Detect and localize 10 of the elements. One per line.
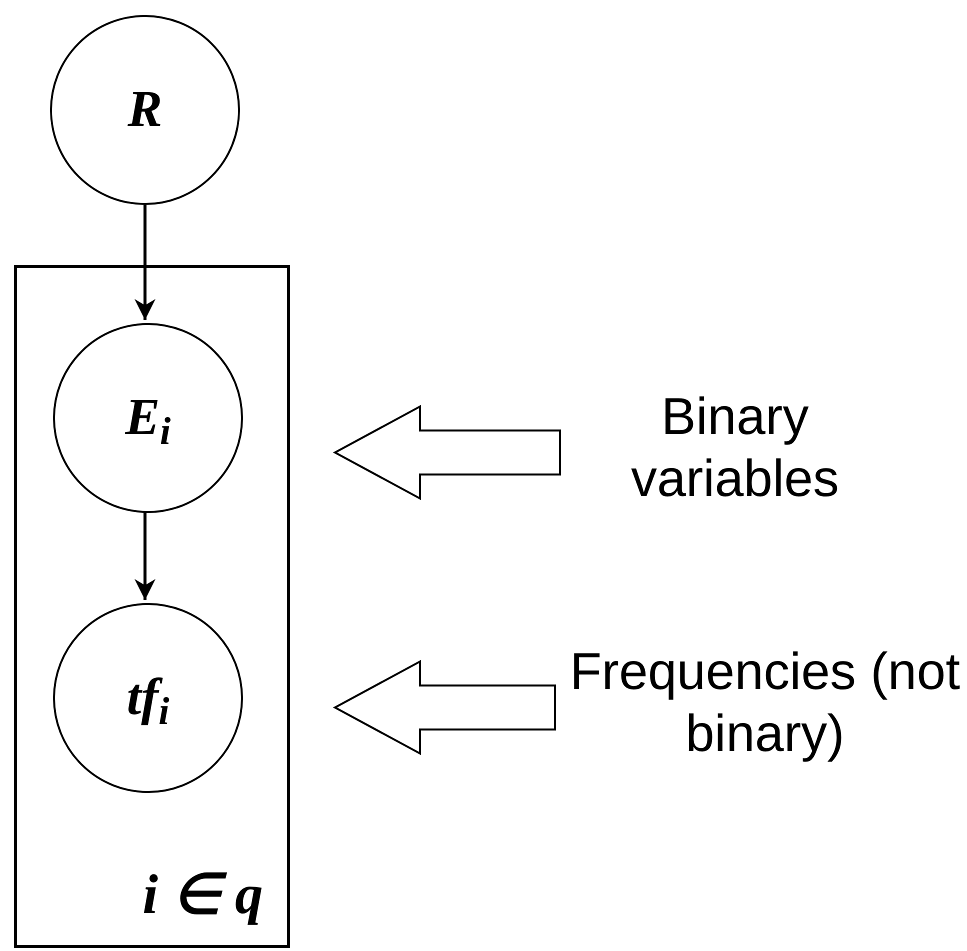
annotation-text: Frequencies (not binary) (568, 642, 962, 764)
plate-index-label: i ∈ q (142, 863, 263, 928)
block-arrow (332, 404, 561, 500)
arrow (134, 205, 156, 320)
plate-box (14, 265, 290, 948)
variable-label: tf$_{i}$ (126, 668, 170, 735)
variable-label: R (128, 80, 162, 140)
block-arrow (332, 660, 556, 756)
variable-label: E$_{i}$ (125, 388, 171, 455)
annotation-text: Binary variables (630, 386, 840, 510)
